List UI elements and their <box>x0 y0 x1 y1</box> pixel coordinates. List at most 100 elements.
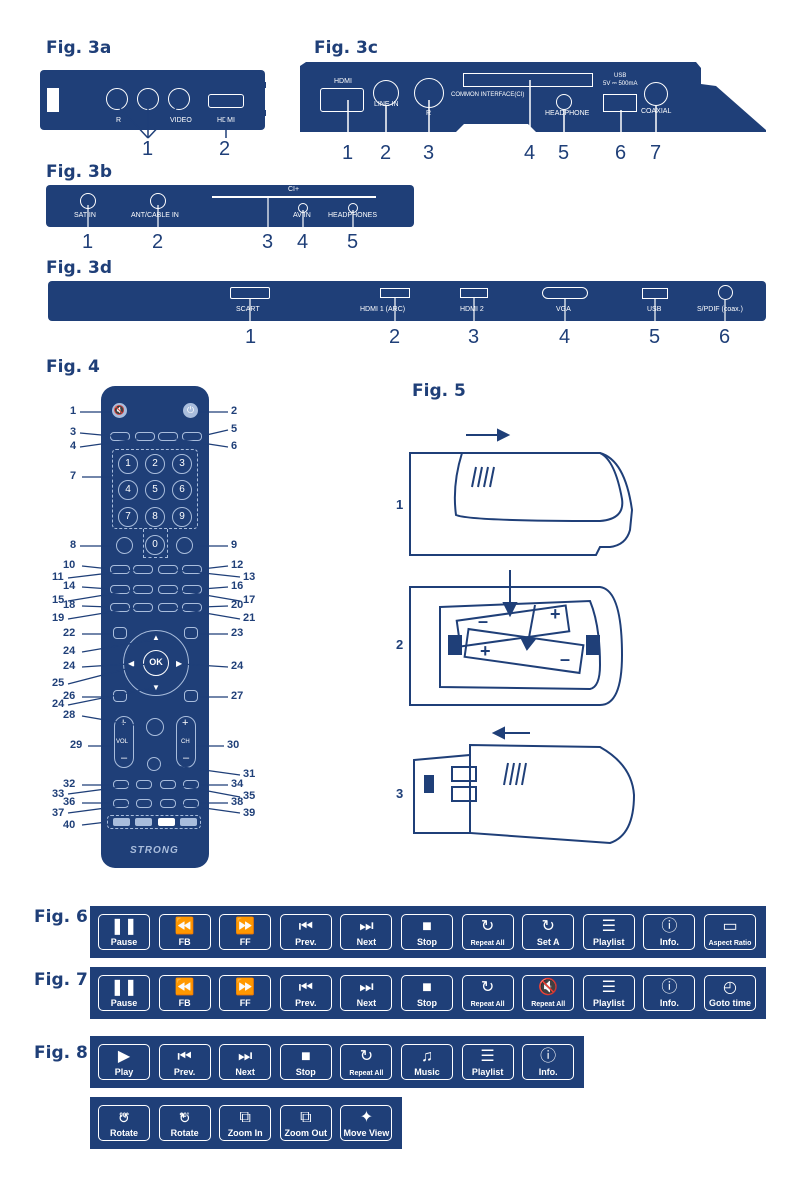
stop-icon: ■ <box>422 918 432 935</box>
remote-key-18 <box>110 603 130 612</box>
remote-key-16 <box>182 585 202 594</box>
next-button[interactable]: ⏭Next <box>340 914 393 950</box>
repeat-button[interactable]: ↻Repeat All <box>461 975 514 1011</box>
fast-backward-button[interactable]: ⏪FB <box>158 975 211 1011</box>
fig-3c-number-6: 6 <box>615 142 627 164</box>
fig-3a-label-r: R <box>116 117 122 124</box>
play-button[interactable]: ▶Play <box>98 1044 150 1080</box>
remote-callout-24-up: 24 <box>63 645 76 657</box>
fig-5-step-2: 2 <box>396 637 404 652</box>
playlist-button[interactable]: ☰Playlist <box>582 914 635 950</box>
repeat-button[interactable]: ↻Repeat All <box>461 914 514 950</box>
playlist-button[interactable]: ☰Playlist <box>582 975 635 1011</box>
next-icon: ⏭ <box>359 979 374 996</box>
fig-3c-number-3: 3 <box>423 142 435 164</box>
fig-3c-number-2: 2 <box>380 142 392 164</box>
previous-button[interactable]: ⏮Prev. <box>279 975 332 1011</box>
fig-6-title: Fig. 6 <box>34 907 88 927</box>
move-view-button[interactable]: ✦Move View <box>340 1105 393 1141</box>
fig-3d-label-scart: SCART <box>236 306 260 313</box>
play-icon: ▶ <box>117 1048 131 1065</box>
fig-3d-number-4: 4 <box>559 326 571 348</box>
move-view-icon: ✦ <box>359 1109 374 1126</box>
stop-button[interactable]: ■Stop <box>279 1044 332 1080</box>
fig-3d-number-1: 1 <box>245 326 257 348</box>
svg-text:+: + <box>550 604 561 624</box>
next-button[interactable]: ⏭Next <box>219 1044 272 1080</box>
remote-callout-5: 5 <box>231 423 238 435</box>
remote-callout-4: 4 <box>70 440 77 452</box>
fig-3d-vga-port <box>542 287 588 299</box>
fig-3c-label-line-in: LINE IN <box>374 101 399 108</box>
fast-forward-icon: ⏩ <box>235 918 256 935</box>
button-label: Aspect Ratio <box>708 940 752 947</box>
remote-key-33 <box>136 780 152 789</box>
stop-button[interactable]: ■Stop <box>401 914 453 950</box>
fig-7-toolbar: ❚❚Pause⏪FB⏩FF⏮Prev. ⏭ Next ■Stop↻Repeat All… <box>90 967 766 1019</box>
button-label: Info. <box>659 998 679 1008</box>
remote-callout-18: 18 <box>63 599 76 611</box>
fig-3c-coaxial-jack <box>644 82 668 106</box>
music-button[interactable]: ♫Music <box>401 1044 453 1080</box>
button-label: Pause <box>110 937 138 947</box>
zoom-in-button[interactable]: ⧉Zoom In <box>219 1105 272 1141</box>
fig-3c-number-1: 1 <box>342 142 354 164</box>
pause-button[interactable]: ❚❚Pause <box>98 914 150 950</box>
next-button[interactable]: ⏭ Next <box>340 975 393 1011</box>
previous-button[interactable]: ⏮Prev. <box>158 1044 211 1080</box>
fig-3d-label-vga: VGA <box>556 306 571 313</box>
button-label: Next <box>356 998 377 1008</box>
button-label: FB <box>178 998 191 1008</box>
remote-callout-13: 13 <box>243 571 256 583</box>
fig-5-step-3: 3 <box>396 786 404 801</box>
fast-backward-button[interactable]: ⏪FB <box>158 914 211 950</box>
set-ab-button[interactable]: ↻Set A <box>522 914 575 950</box>
aspect-ratio-button[interactable]: ▭Aspect Ratio <box>704 914 756 950</box>
fig-3d-spdif-jack <box>718 285 733 300</box>
remote-callout-19: 19 <box>52 612 65 624</box>
button-label: Info. <box>538 1067 558 1077</box>
button-label: Playlist <box>593 998 625 1008</box>
fig-3d-usb-port <box>642 288 668 299</box>
playlist-button[interactable]: ☰Playlist <box>461 1044 514 1080</box>
stop-icon: ■ <box>300 1048 311 1065</box>
svg-text:–: – <box>560 649 570 669</box>
remote-callout-40: 40 <box>63 819 76 831</box>
remote-key-13 <box>158 565 178 574</box>
previous-button[interactable]: ⏮Prev. <box>279 914 332 950</box>
strong-logo: STRONG <box>130 845 179 856</box>
button-label: Repeat All <box>470 1001 505 1008</box>
remote-key-5 <box>182 432 202 441</box>
numkey-4: 4 <box>118 480 138 500</box>
remote-callout-23: 23 <box>231 627 244 639</box>
remote-callout-27: 27 <box>231 690 244 702</box>
set-ab-icon: ↻ <box>541 918 555 935</box>
fig-3c-number-4: 4 <box>524 142 536 164</box>
zoom-out-button[interactable]: ⧉Zoom Out <box>279 1105 332 1141</box>
power-icon: ⏻ <box>183 403 198 418</box>
repeat-button[interactable]: ↻Repeat All <box>340 1044 393 1080</box>
fig-3c-label-ci: COMMON INTERFACE(CI) <box>451 92 525 98</box>
button-label: Repeat All <box>531 1001 566 1008</box>
remote-key-11 <box>133 565 153 574</box>
stop-button[interactable]: ■Stop <box>401 975 453 1011</box>
fast-backward-icon: ⏪ <box>174 918 195 935</box>
rotate-left-icon: ↺ <box>118 1110 130 1126</box>
mute-button[interactable]: 🔇Repeat All <box>522 975 575 1011</box>
button-label: Next <box>235 1067 255 1077</box>
fast-forward-button[interactable]: ⏩FF <box>219 914 272 950</box>
remote-callout-22: 22 <box>63 627 76 639</box>
fast-forward-button[interactable]: ⏩FF <box>219 975 272 1011</box>
clock-button[interactable]: ◴Goto time <box>704 975 756 1011</box>
remote-callout-8: 8 <box>70 539 77 551</box>
stop-icon: ■ <box>422 979 432 996</box>
remote-key-6 <box>158 432 178 441</box>
pause-button[interactable]: ❚❚Pause <box>98 975 150 1011</box>
numeric-keypad-outline <box>112 449 198 529</box>
